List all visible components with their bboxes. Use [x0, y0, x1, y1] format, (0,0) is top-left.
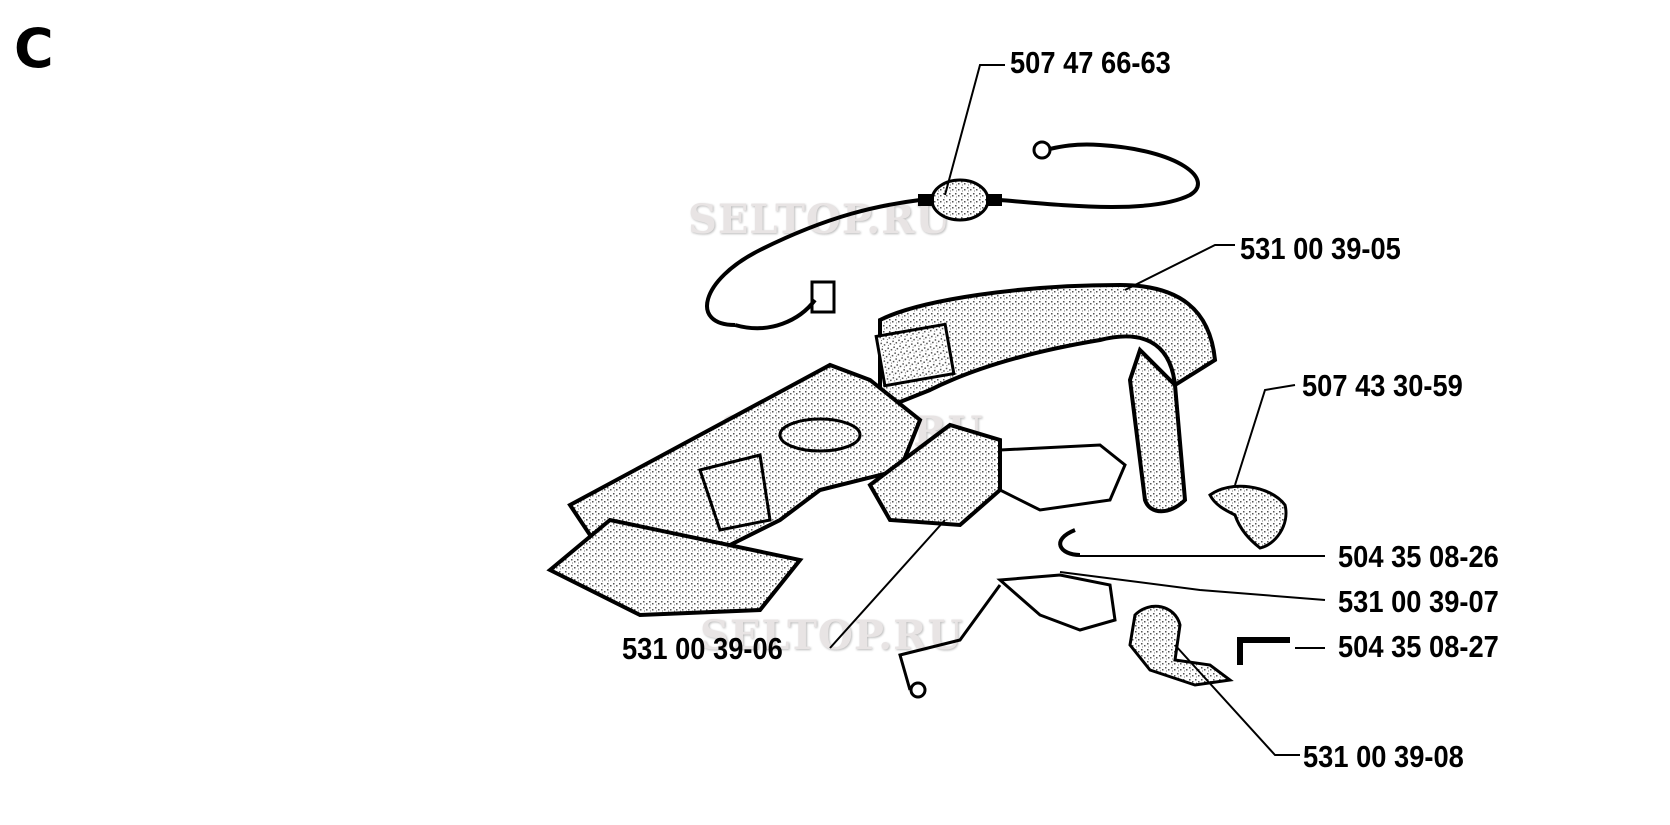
trigger-lever-part	[898, 573, 1117, 699]
cable-part	[705, 140, 1200, 331]
spring-clip-part	[1058, 528, 1081, 557]
housing-part	[546, 362, 923, 618]
part-label-507-47-66-63[interactable]: 507 47 66-63	[1010, 45, 1171, 80]
part-label-507-43-30-59[interactable]: 507 43 30-59	[1302, 368, 1463, 403]
part-label-531-00-39-05[interactable]: 531 00 39-05	[1240, 231, 1401, 266]
part-label-531-00-39-08[interactable]: 531 00 39-08	[1303, 739, 1464, 774]
leader-lines	[829, 64, 1326, 756]
throttle-lockout-part	[1128, 604, 1234, 687]
handle-insert-part	[867, 422, 1127, 528]
section-letter: C	[14, 17, 54, 80]
part-label-504-35-08-26[interactable]: 504 35 08-26	[1338, 539, 1499, 574]
spring-part	[1237, 637, 1290, 665]
bushing-part	[1208, 484, 1288, 550]
part-label-531-00-39-06[interactable]: 531 00 39-06	[622, 631, 783, 666]
handlebar-part	[874, 282, 1218, 514]
part-label-531-00-39-07[interactable]: 531 00 39-07	[1338, 584, 1499, 619]
part-label-504-35-08-27[interactable]: 504 35 08-27	[1338, 629, 1499, 664]
